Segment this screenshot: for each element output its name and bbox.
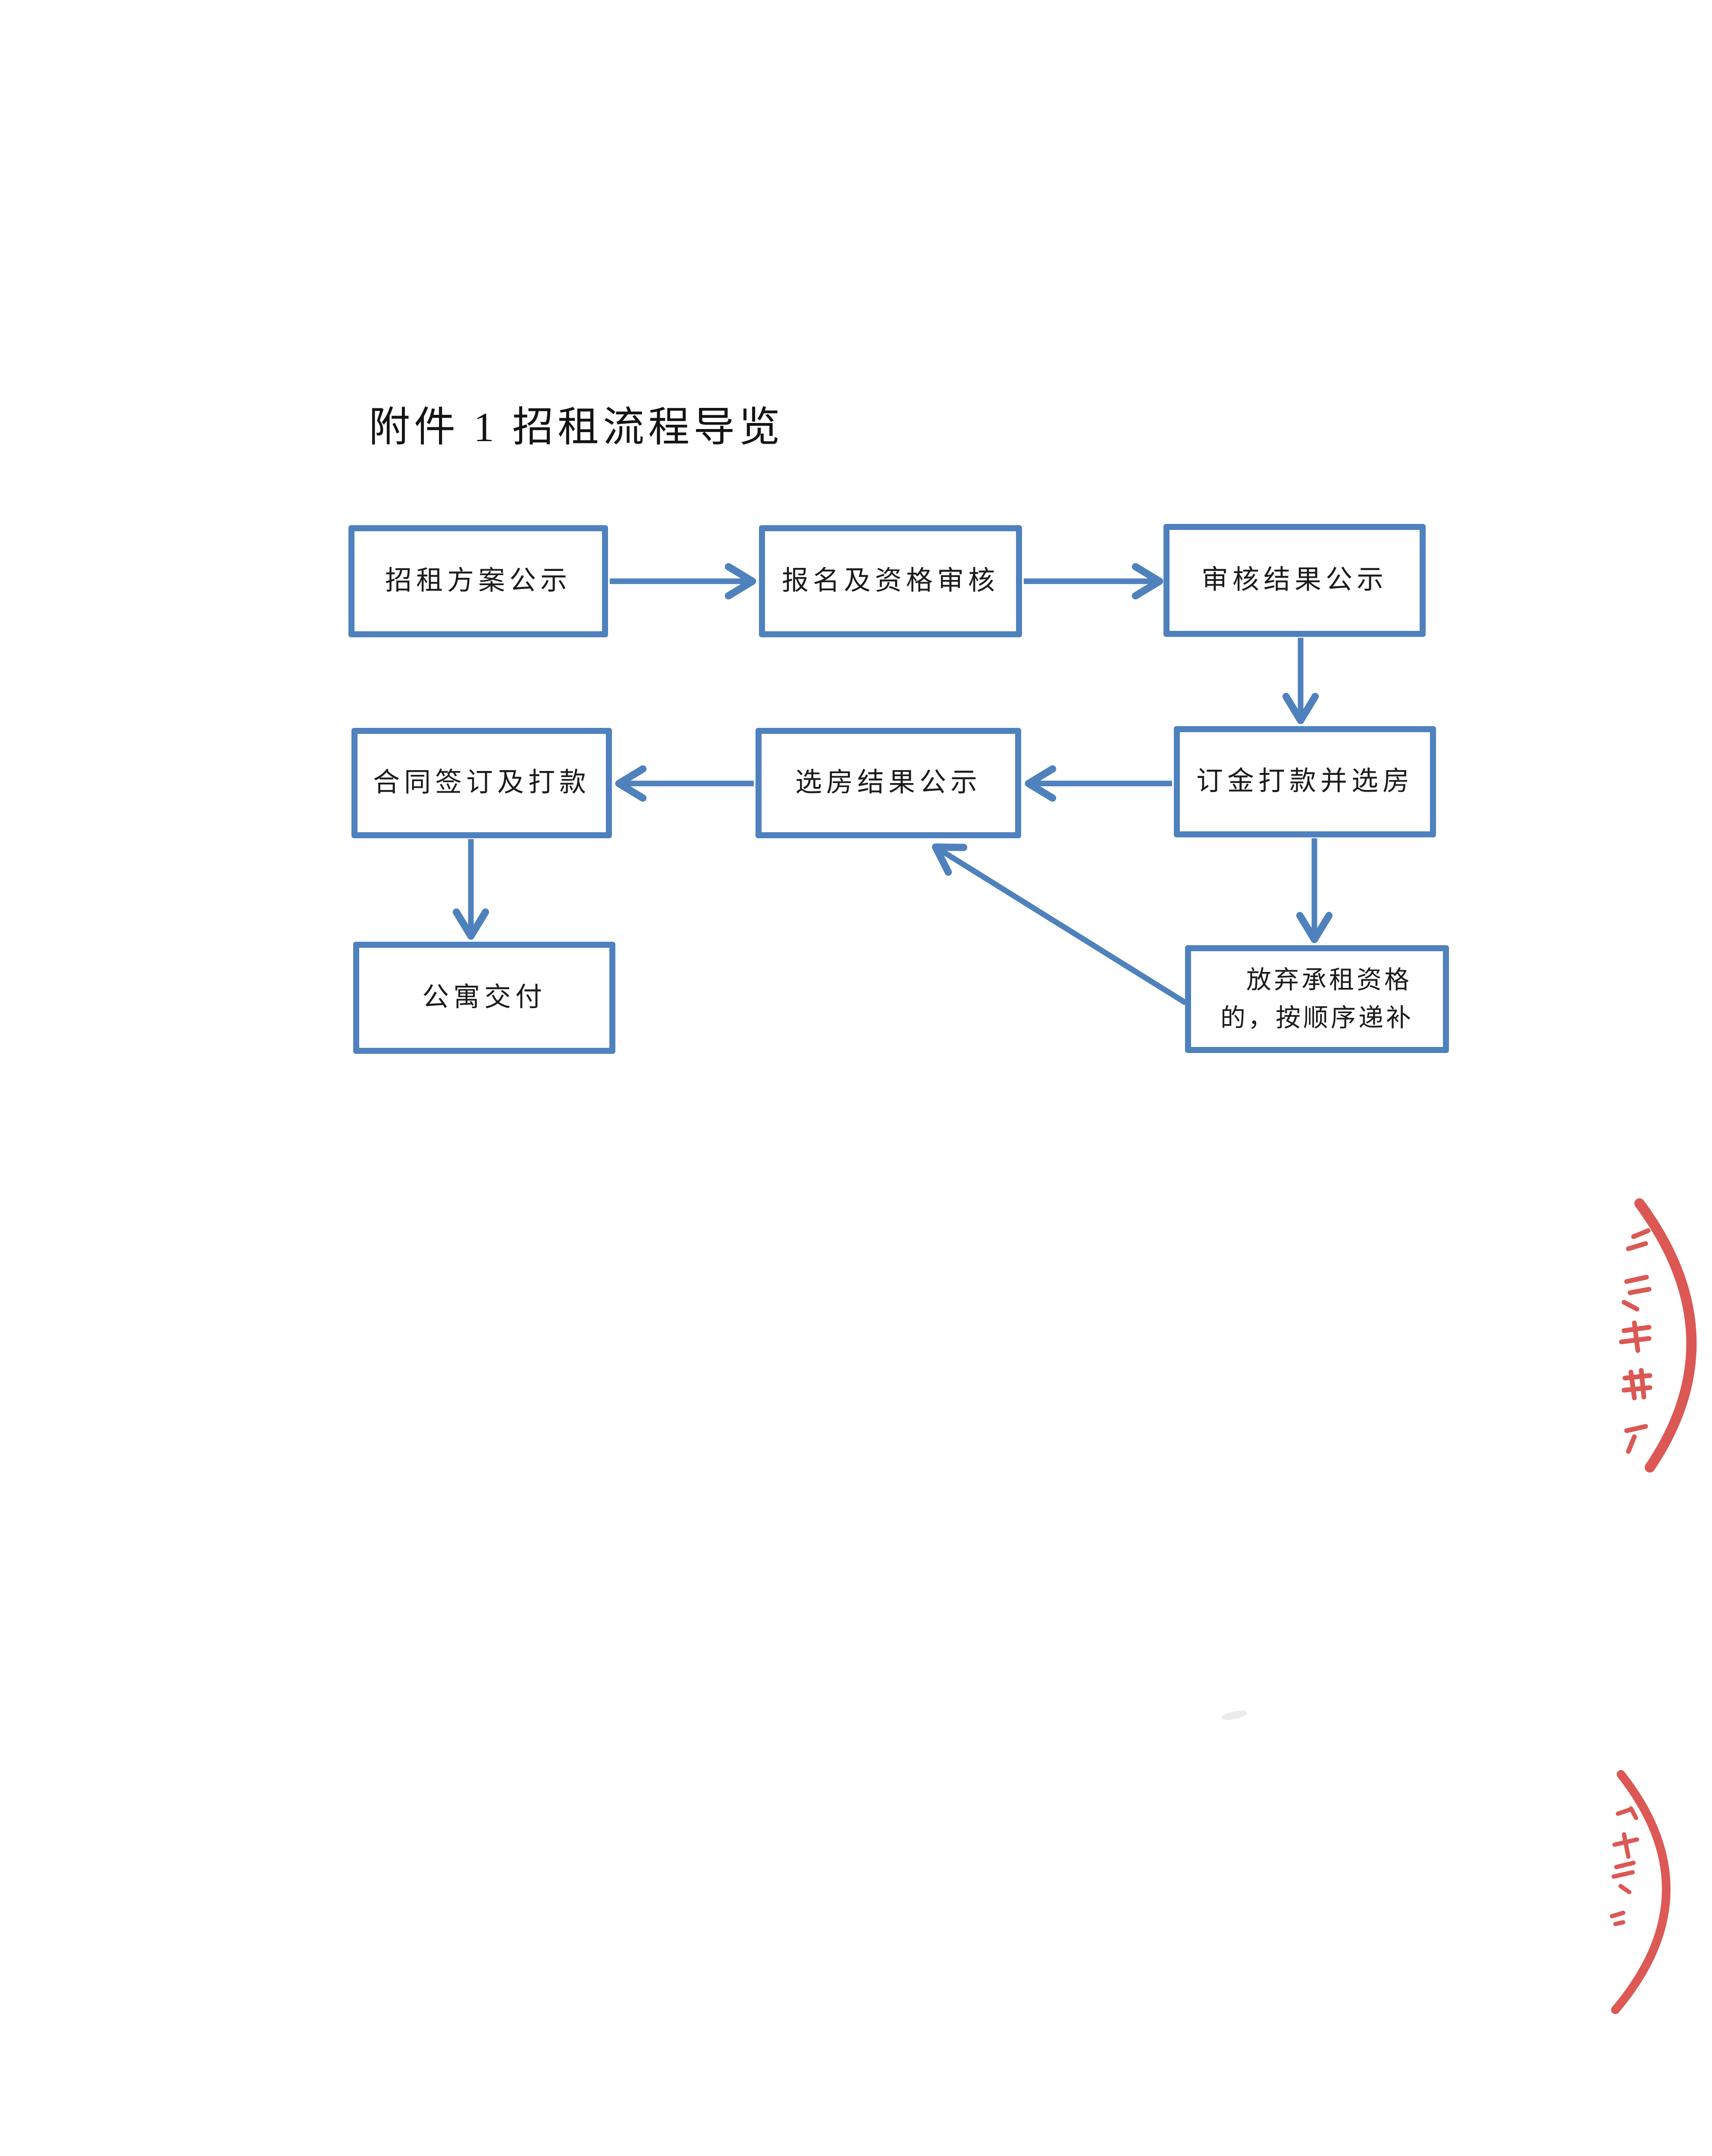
flow-box-label-line2: 的，按顺序递补: [1220, 1004, 1414, 1032]
seal-fragment-lower-icon: [1610, 1770, 1671, 2014]
flow-box-contract-payment: 合同签订及打款: [351, 728, 612, 838]
flow-box-label: 选房结果公示: [795, 768, 981, 798]
seal-fragment-upper-icon: [1619, 1198, 1697, 1473]
flow-box-label: 合同签订及打款: [373, 768, 590, 798]
flow-box-registration-review: 报名及资格审核: [759, 525, 1022, 637]
flow-box-apartment-delivery: 公寓交付: [353, 942, 615, 1054]
flow-box-label: 招租方案公示: [385, 566, 571, 596]
flow-box-label: 订金打款并选房: [1196, 767, 1414, 796]
flow-box-review-result: 审核结果公示: [1163, 524, 1426, 637]
scan-smudge: [1221, 1711, 1247, 1720]
attachment-title: 附件 1 招租流程导览: [369, 404, 784, 450]
flow-box-label: 报名及资格审核: [781, 566, 999, 596]
flow-box-label: 公寓交付: [422, 983, 546, 1012]
flow-box-selection-result: 选房结果公示: [756, 728, 1021, 838]
flow-box-label-line1: 放弃承租资格: [1246, 966, 1412, 994]
flow-box-plan-announcement: 招租方案公示: [348, 525, 608, 637]
flow-box-waiver-replacement: 放弃承租资格 的，按顺序递补: [1185, 945, 1449, 1053]
flow-box-label: 审核结果公示: [1201, 565, 1388, 595]
flow-box-deposit-and-select: 订金打款并选房: [1174, 726, 1436, 837]
arrow-waiver-to-selection-result: [932, 843, 1188, 1006]
